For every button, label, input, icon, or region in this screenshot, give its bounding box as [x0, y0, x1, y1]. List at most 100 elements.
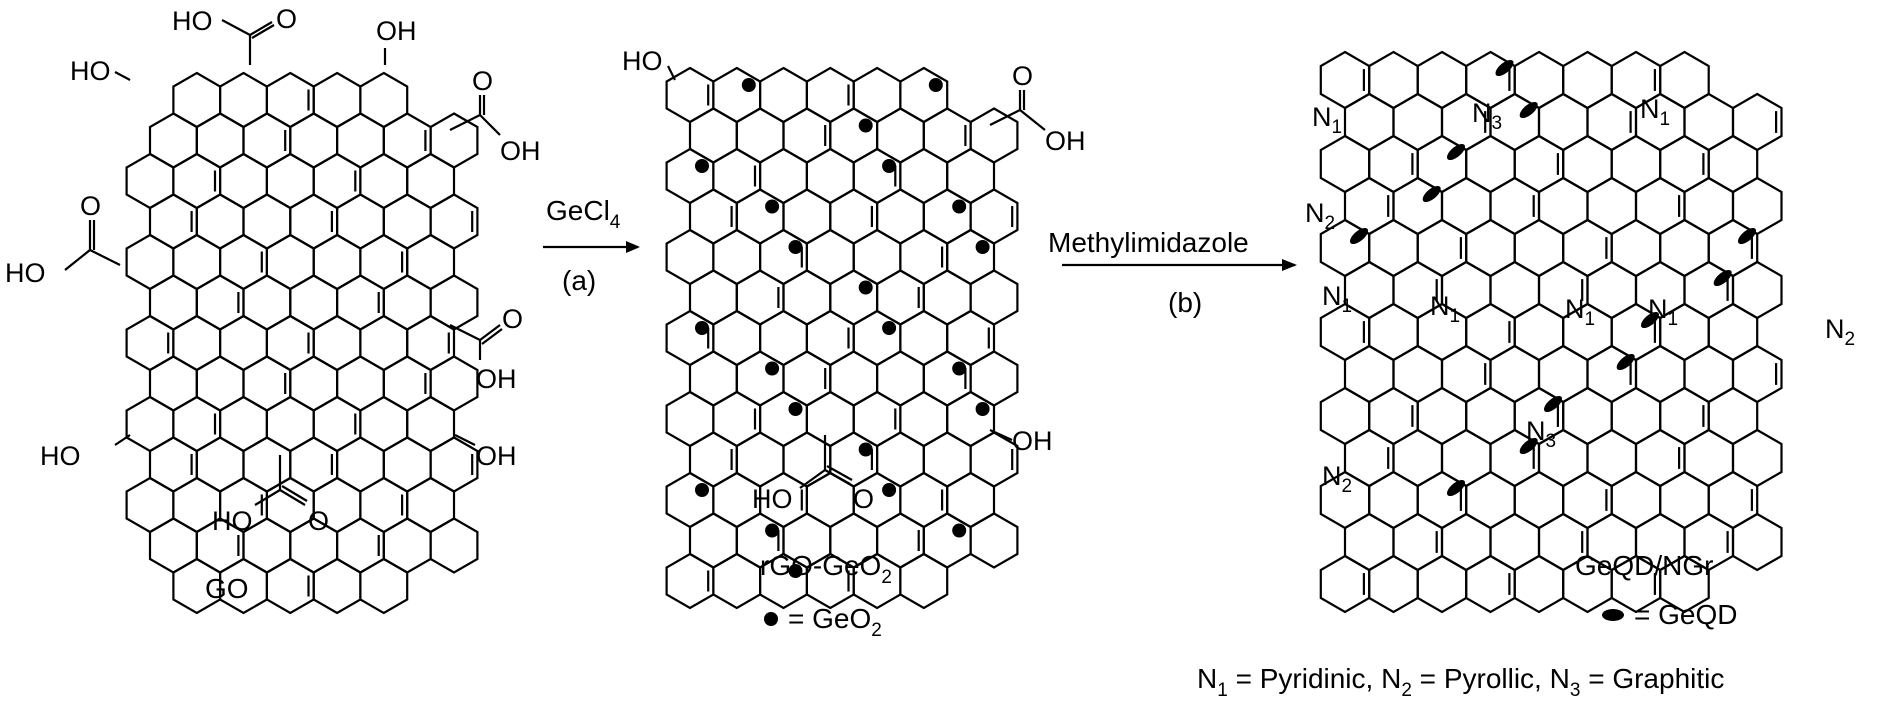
hexagon-ring [1343, 512, 1395, 572]
hexagon-ring [429, 274, 479, 331]
hexagon-ring [382, 112, 432, 169]
hexagon-ring [1368, 218, 1419, 278]
hexagon-ring [829, 188, 879, 245]
hexagon-ring [688, 512, 738, 569]
hexagon-ring [429, 355, 479, 412]
hexagon-ring [265, 233, 315, 291]
hexagon-ring [1416, 134, 1468, 194]
hexagon-ring [265, 476, 315, 534]
hexagon-ring [665, 309, 715, 367]
hexagon-ring [148, 517, 198, 574]
hexagon-ring [406, 152, 456, 210]
hexagon-ring [876, 512, 925, 569]
hexagon-ring [359, 476, 409, 534]
geo2-dot [765, 361, 780, 376]
hexagon-ring [289, 355, 339, 412]
hexagon-ring [172, 395, 222, 453]
hexagon-ring [359, 395, 409, 453]
hexagon-ring [219, 314, 268, 372]
hexagon-ring [1683, 428, 1735, 488]
hexagon-ring [125, 233, 175, 291]
hexagon-ring [1731, 344, 1783, 404]
hexagon-ring [195, 112, 245, 169]
hexagon-ring [1368, 302, 1419, 362]
hexagon-ring [359, 557, 409, 615]
hexagon-ring [852, 390, 902, 448]
hexagon-ring [406, 476, 456, 534]
hexagon-ring [665, 147, 715, 205]
hexagon-ring [1465, 386, 1516, 446]
geo2-dot [882, 159, 897, 173]
hexagon-ring [125, 314, 175, 372]
geo2-dot [952, 361, 967, 376]
n1-label-d: N1 [1430, 291, 1460, 327]
hexagon-ring [735, 188, 785, 245]
geo2-dot [952, 523, 967, 538]
hexagon-ring [289, 193, 339, 250]
hexagon-ring [1659, 50, 1710, 110]
hexagon-ring [665, 471, 715, 529]
n1-label-a: N1 [1312, 102, 1342, 138]
hexagon-ring [148, 274, 198, 331]
n2-label-b: N2 [1825, 314, 1855, 350]
hexagon-ring [265, 71, 315, 129]
n2-label-c: N2 [1322, 461, 1352, 497]
hexagon-ring [382, 193, 432, 250]
hexagon-ring [1537, 176, 1589, 236]
hexagon-ring [312, 152, 362, 210]
hexagon-ring [852, 147, 902, 205]
hexagon-ring [1465, 470, 1516, 530]
hexagon-ring [1489, 512, 1541, 572]
hexagon-ring [922, 107, 972, 164]
hexagon-ring [1731, 260, 1783, 320]
hexagon-ring [1392, 176, 1444, 236]
hexagon-ring [1465, 218, 1516, 278]
hexagon-ring [829, 350, 879, 407]
hexagon-ring [665, 228, 715, 286]
rgo-functional-groups: HO O OH OH HO O [622, 46, 1086, 514]
hexagon-ring [805, 228, 855, 286]
rgo-bottom-right-oh: OH [1012, 426, 1053, 456]
hexagon-ring [1343, 176, 1395, 236]
hexagon-ring [735, 431, 785, 488]
hexagon-ring [969, 107, 1019, 164]
go-graphene-sheet [125, 71, 479, 615]
go-bottom-right-oh: OH [476, 441, 517, 471]
hexagon-ring [852, 228, 902, 286]
geo2-dot [741, 78, 756, 92]
hexagon-ring [1610, 470, 1662, 530]
hexagon-ring [336, 193, 385, 250]
geo2-dot [788, 402, 803, 416]
geo2-dot [695, 159, 709, 173]
hexagon-ring [922, 269, 972, 326]
hexagon-ring [1586, 92, 1638, 152]
geqd-ellipse [1446, 143, 1466, 161]
geqd-ellipse [1737, 227, 1757, 245]
hexagon-ring [148, 355, 198, 412]
hexagon-ring [969, 188, 1019, 245]
hexagon-ring [1586, 428, 1638, 488]
hexagon-ring [219, 395, 268, 453]
hexagon-ring [805, 147, 855, 205]
hexagon-ring [148, 193, 198, 250]
hexagon-ring [242, 436, 292, 493]
hexagon-ring [242, 193, 292, 250]
hexagon-ring [1707, 134, 1759, 194]
geo2-dot [858, 280, 873, 295]
n3-label-a: N3 [1472, 98, 1502, 134]
hexagon-ring [382, 274, 432, 331]
hexagon-ring [899, 390, 949, 448]
hexagon-ring [195, 274, 245, 331]
geqd-ellipse-markers [1349, 59, 1757, 497]
hexagon-ring [1707, 470, 1759, 530]
hexagon-ring [735, 269, 785, 326]
hexagon-ring [1731, 176, 1783, 236]
hexagon-ring [1683, 260, 1735, 320]
hexagon-ring [1707, 218, 1759, 278]
hexagon-ring [359, 152, 409, 210]
hexagon-ring [195, 436, 245, 493]
hexagon-ring [876, 350, 925, 407]
go-bottom-left-ho: HO [40, 441, 81, 471]
go-right-cooh-oh: OH [500, 136, 541, 166]
geqd-ellipse [1616, 353, 1635, 371]
